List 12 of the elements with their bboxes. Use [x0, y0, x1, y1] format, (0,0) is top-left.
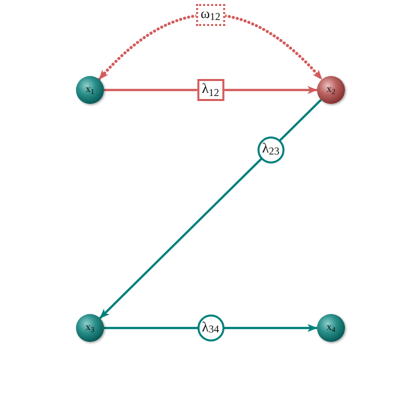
edge-label: λ$_{23}$ — [257, 136, 284, 163]
edge-label: ω$_{12}$ — [196, 4, 226, 26]
arrow — [104, 324, 318, 332]
node-label: x$_{4}$ — [326, 323, 336, 333]
node-label: x$_{2}$ — [326, 85, 336, 95]
dotted-arrow — [98, 13, 324, 81]
arrow — [104, 86, 318, 94]
arrow — [99, 99, 322, 319]
node-label: x$_{3}$ — [86, 323, 94, 333]
edge-label: λ$_{12}$ — [196, 79, 224, 101]
node-label: x$_{1}$ — [86, 85, 94, 95]
edge-label: λ$_{34}$ — [197, 314, 224, 342]
